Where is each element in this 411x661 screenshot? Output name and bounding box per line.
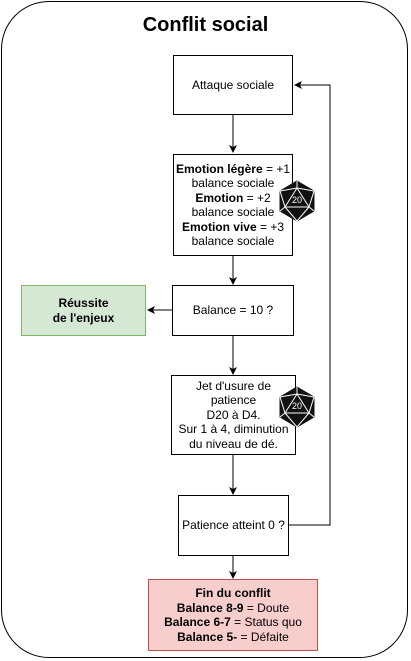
node-attaque-sociale: Attaque sociale — [173, 55, 293, 115]
node-patience-roll: Jet d'usure de patience D20 à D4. Sur 1 … — [171, 375, 296, 455]
node-fin-conflit: Fin du conflit Balance 8-9 = Doute Balan… — [148, 579, 318, 651]
node-balance-check-label: Balance = 10 ? — [192, 303, 274, 318]
node-reussite: Réussite de l'enjeux — [21, 285, 146, 336]
node-balance-check: Balance = 10 ? — [172, 285, 294, 336]
d20-dice-icon: 20 — [278, 386, 316, 428]
node-fin-conflit-label: Fin du conflit Balance 8-9 = Doute Balan… — [164, 586, 302, 644]
node-emotion: Emotion légère = +1 balance sociale Emot… — [173, 154, 293, 256]
svg-text:20: 20 — [292, 195, 302, 205]
d20-dice-icon: 20 — [278, 180, 316, 222]
node-emotion-label: Emotion légère = +1 balance sociale Emot… — [175, 161, 291, 249]
svg-text:20: 20 — [292, 401, 302, 411]
node-patience-zero-label: Patience atteint 0 ? — [182, 518, 285, 533]
node-reussite-label: Réussite de l'enjeux — [52, 296, 115, 325]
node-patience-roll-label: Jet d'usure de patience D20 à D4. Sur 1 … — [178, 378, 289, 451]
edge-loop-back — [289, 81, 331, 526]
node-attaque-sociale-label: Attaque sociale — [191, 77, 275, 92]
node-patience-zero: Patience atteint 0 ? — [178, 495, 289, 556]
diagram-title: Conflit social — [142, 14, 269, 36]
